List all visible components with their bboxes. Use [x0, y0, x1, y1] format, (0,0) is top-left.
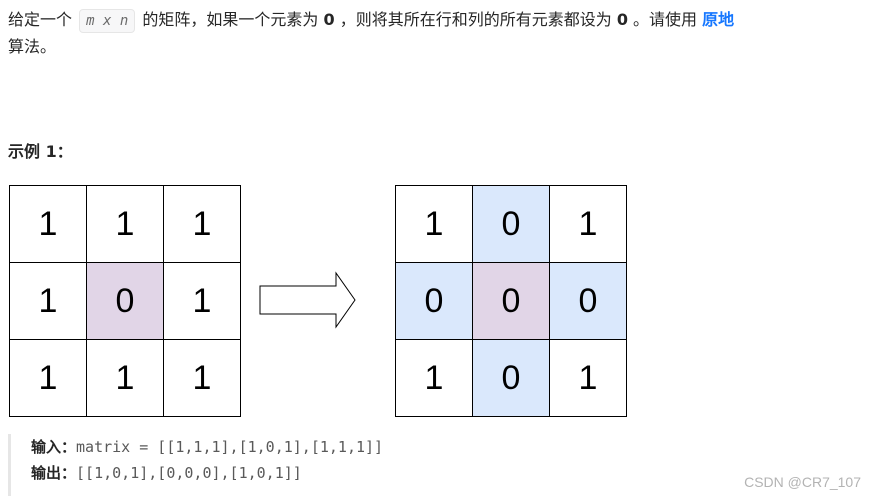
zero-value-2: 0: [616, 10, 628, 29]
desc-text-1: 给定一个: [8, 10, 73, 29]
input-line: 输入：matrix = [[1,1,1],[1,0,1],[1,1,1]]: [31, 434, 508, 460]
example-io-block: 输入：matrix = [[1,1,1],[1,0,1],[1,1,1]] 输出…: [8, 434, 508, 496]
matrix-cell: 0: [87, 263, 164, 340]
in-place-link[interactable]: 原地: [702, 10, 735, 29]
matrix-cell: 1: [550, 186, 627, 263]
matrix-cell: 1: [396, 340, 473, 417]
matrix-cell: 0: [473, 340, 550, 417]
matrix-cell: 1: [10, 263, 87, 340]
desc-text-5: 算法。: [8, 37, 57, 56]
matrix-cell: 0: [473, 186, 550, 263]
output-value: [[1,0,1],[0,0,0],[1,0,1]]: [76, 464, 302, 482]
output-label: 输出：: [31, 464, 77, 482]
matrix-cell: 0: [396, 263, 473, 340]
desc-text-3: ，则将其所在行和列的所有元素都设为: [339, 10, 612, 29]
input-value: matrix = [[1,1,1],[1,0,1],[1,1,1]]: [76, 438, 384, 456]
matrix-cell: 1: [87, 186, 164, 263]
output-line: 输出：[[1,0,1],[0,0,0],[1,0,1]]: [31, 460, 508, 486]
input-label: 输入：: [31, 438, 77, 456]
right-arrow-icon: [259, 271, 356, 329]
matrix-cell: 1: [10, 340, 87, 417]
matrix-cell: 1: [550, 340, 627, 417]
matrix-cell: 0: [550, 263, 627, 340]
matrix-cell: 1: [164, 186, 241, 263]
csdn-watermark: CSDN @CR7_107: [744, 474, 861, 490]
matrix-cell: 1: [87, 340, 164, 417]
matrix-size-code: m x n: [79, 9, 136, 33]
matrix-cell: 1: [164, 340, 241, 417]
matrix-cell: 1: [396, 186, 473, 263]
matrix-cell: 1: [10, 186, 87, 263]
matrix-cell: 0: [473, 263, 550, 340]
example-title: 示例 1：: [8, 142, 73, 161]
desc-text-4: 。请使用: [633, 10, 698, 29]
matrix-cell: 1: [164, 263, 241, 340]
problem-description: 给定一个 m x n 的矩阵，如果一个元素为 0 ，则将其所在行和列的所有元素都…: [8, 6, 868, 60]
desc-text-2: 的矩阵，如果一个元素为: [142, 10, 319, 29]
zero-value-1: 0: [323, 10, 335, 29]
